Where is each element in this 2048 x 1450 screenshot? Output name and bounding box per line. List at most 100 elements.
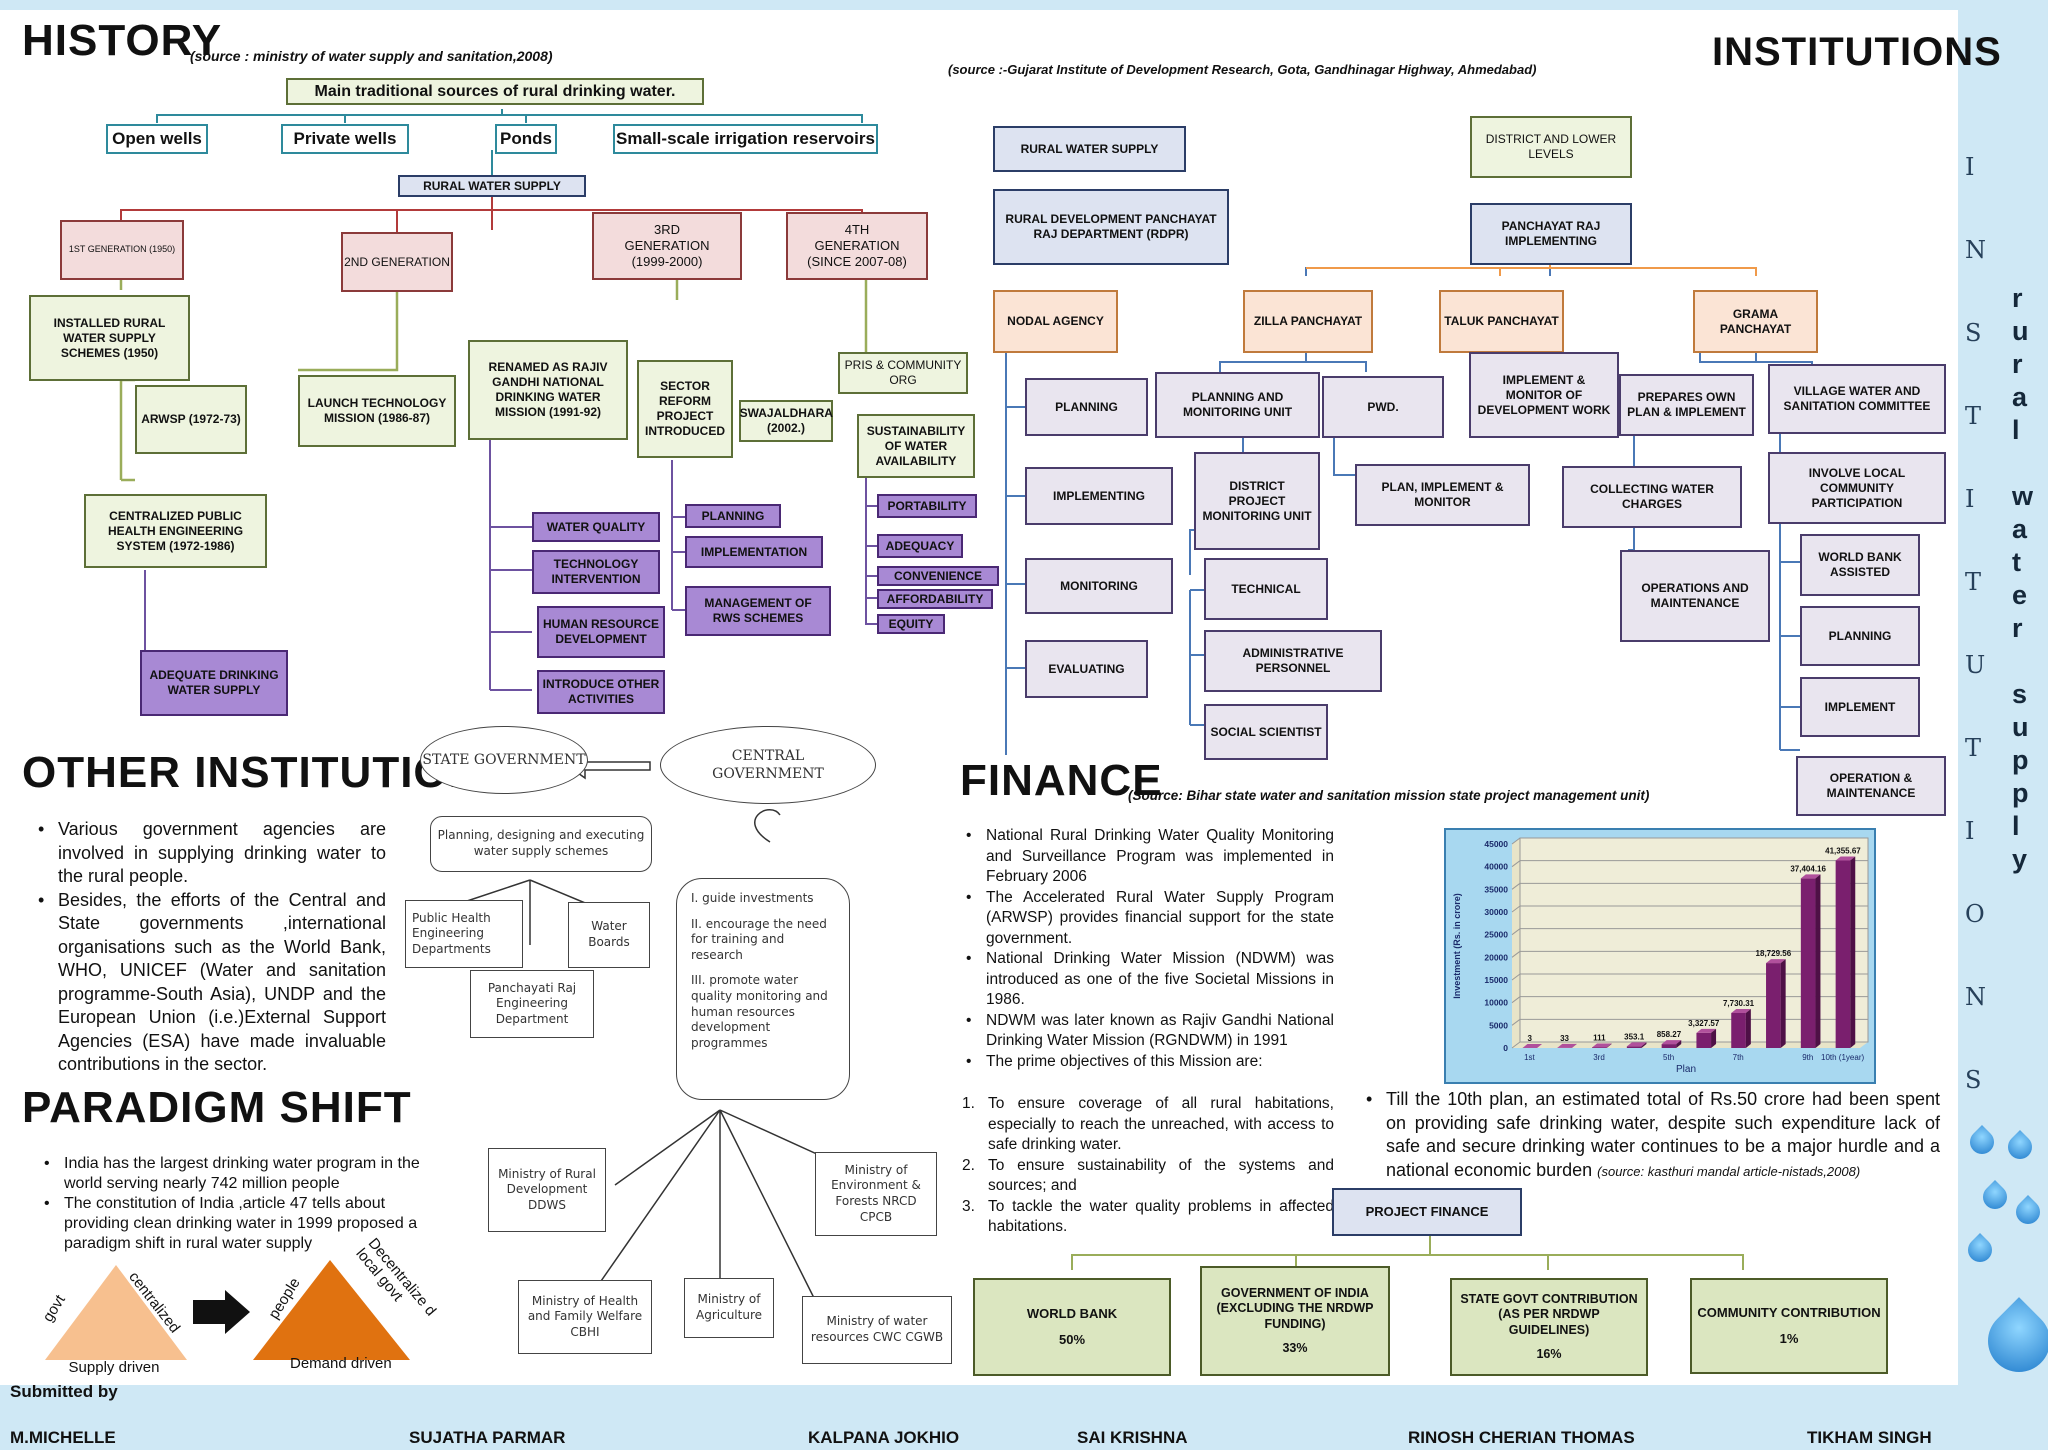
bar-side bbox=[1606, 1043, 1612, 1048]
village-operation-maintenance: OPERATION & MAINTENANCE bbox=[1796, 756, 1946, 816]
bar-top bbox=[1766, 959, 1786, 964]
finance-bullets: National Rural Drinking Water Quality Mo… bbox=[962, 826, 1334, 1072]
inst-rural-water-supply: RURAL WATER SUPPLY bbox=[993, 126, 1186, 172]
other-bullet-1: Various government agencies are involved… bbox=[34, 818, 386, 889]
nodal-agency: NODAL AGENCY bbox=[993, 290, 1118, 353]
bar-side bbox=[1745, 1008, 1751, 1048]
other-institutions-bullets: Various government agencies are involved… bbox=[34, 818, 386, 1077]
bar-top bbox=[1835, 856, 1856, 861]
y-axis-label: Investment (Rs. in crore) bbox=[1452, 893, 1462, 999]
inst-rdpr: RURAL DEVELOPMENT PANCHAYAT RAJ DEPARTME… bbox=[993, 189, 1229, 265]
planning-designing-executing: Planning, designing and executing water … bbox=[430, 816, 652, 872]
role-promote: III. promote water quality monitoring an… bbox=[691, 973, 828, 1050]
name-kalpana: KALPANA JOKHIO bbox=[808, 1428, 960, 1447]
gridline bbox=[1511, 1041, 1521, 1049]
project-finance: PROJECT FINANCE bbox=[1332, 1188, 1522, 1236]
central-roles-scroll: I. guide investments II. encourage the n… bbox=[676, 878, 850, 1100]
ministry-environment: Ministry of Environment & Forests NRCD C… bbox=[815, 1152, 937, 1236]
name-sujatha: SUJATHA PARMAR bbox=[409, 1428, 566, 1447]
x-axis-label: Plan bbox=[1676, 1064, 1696, 1075]
y-tick-label: 25000 bbox=[1484, 930, 1508, 940]
side-letter: r bbox=[2012, 283, 2023, 313]
x-tick-label: 1st bbox=[1524, 1053, 1535, 1062]
involve-local-community: INVOLVE LOCAL COMMUNITY PARTICIPATION bbox=[1768, 452, 1946, 524]
renamed-rgndwm: RENAMED AS RAJIV GANDHI NATIONAL DRINKIN… bbox=[468, 340, 628, 440]
finance-bullet-4: NDWM was later known as Rajiv Gandhi Nat… bbox=[962, 1011, 1334, 1052]
y-tick-label: 45000 bbox=[1484, 839, 1508, 849]
name-michelle: M.MICHELLE bbox=[10, 1428, 116, 1447]
side-letter: I bbox=[1965, 153, 1975, 181]
side-letter: U bbox=[1965, 651, 1986, 679]
y-tick-label: 30000 bbox=[1484, 907, 1508, 917]
centralized-phe-system: CENTRALIZED PUBLIC HEALTH ENGINEERING SY… bbox=[84, 494, 267, 568]
dpmu-administrative: ADMINISTRATIVE PERSONNEL bbox=[1204, 630, 1382, 692]
gridline bbox=[1511, 950, 1521, 958]
pris-community: PRIS & COMMUNITY ORG bbox=[838, 352, 968, 394]
mission-water-quality: WATER QUALITY bbox=[532, 512, 660, 542]
adequate-drinking-water: ADEQUATE DRINKING WATER SUPPLY bbox=[140, 650, 288, 716]
side-letter: T bbox=[1965, 734, 1982, 762]
side-letter: e bbox=[2012, 580, 2028, 610]
side-letter: y bbox=[2012, 844, 2028, 874]
gridline bbox=[1511, 928, 1521, 936]
bar-value-label: 18,729.56 bbox=[1756, 949, 1792, 958]
bar-side bbox=[1711, 1028, 1717, 1048]
history-rural-water-supply: RURAL WATER SUPPLY bbox=[398, 175, 586, 197]
district-project-monitoring-unit: DISTRICT PROJECT MONITORING UNIT bbox=[1194, 452, 1320, 550]
side-letter: a bbox=[2012, 514, 2028, 544]
panchayati-raj-engineering: Panchayati Raj Engineering Department bbox=[470, 970, 594, 1038]
gridline bbox=[1511, 973, 1521, 981]
source-ponds: Ponds bbox=[495, 124, 557, 154]
side-letter: N bbox=[1965, 983, 1986, 1011]
side-letter: T bbox=[1965, 568, 1982, 596]
first-generation: 1ST GENERATION (1950) bbox=[60, 220, 184, 280]
second-generation: 2ND GENERATION bbox=[341, 232, 453, 292]
y-tick-label: 0 bbox=[1503, 1043, 1508, 1053]
goi-label: GOVERNMENT OF INDIA (EXCLUDING THE NRDWP… bbox=[1216, 1285, 1374, 1331]
bar-value-label: 353.1 bbox=[1624, 1032, 1645, 1041]
taluk-panchayat: TALUK PANCHAYAT bbox=[1439, 290, 1564, 353]
side-letter: u bbox=[2012, 712, 2029, 742]
mission-hrd: HUMAN RESOURCE DEVELOPMENT bbox=[537, 606, 665, 658]
sector-reform: SECTOR REFORM PROJECT INTRODUCED bbox=[637, 360, 733, 458]
affordability: AFFORDABILITY bbox=[877, 589, 993, 609]
paradigm-bullet-1: India has the largest drinking water pro… bbox=[40, 1154, 442, 1194]
bar-value-label: 3,327.57 bbox=[1688, 1019, 1720, 1028]
plan-implement-monitor: PLAN, IMPLEMENT & MONITOR bbox=[1355, 464, 1530, 526]
bar-value-label: 33 bbox=[1560, 1034, 1569, 1043]
paradigm-bullet-2: The constitution of India ,article 47 te… bbox=[40, 1194, 442, 1254]
objective-3-text: To tackle the water quality problems in … bbox=[988, 1197, 1334, 1236]
source-open-wells: Open wells bbox=[106, 124, 208, 154]
other-bullet-2: Besides, the efforts of the Central and … bbox=[34, 889, 386, 1077]
inst-panchayat-raj: PANCHAYAT RAJ IMPLEMENTING bbox=[1470, 203, 1632, 265]
gridline bbox=[1511, 837, 1521, 845]
bar bbox=[1592, 1047, 1607, 1048]
side-letter: T bbox=[1965, 402, 1982, 430]
sector-management: MANAGEMENT OF RWS SCHEMES bbox=[685, 586, 831, 636]
sector-implementation: IMPLEMENTATION bbox=[685, 536, 823, 568]
bar-top bbox=[1661, 1040, 1682, 1045]
village-water-committee: VILLAGE WATER AND SANITATION COMMITTEE bbox=[1768, 364, 1946, 434]
world-bank-assisted: WORLD BANK ASSISTED bbox=[1800, 534, 1920, 596]
y-tick-label: 20000 bbox=[1484, 952, 1508, 962]
x-tick-label: 5th bbox=[1663, 1053, 1674, 1062]
third-generation: 3RD GENERATION (1999-2000) bbox=[592, 212, 742, 280]
side-letter: t bbox=[2012, 547, 2021, 577]
finance-state-govt: STATE GOVT CONTRIBUTION (AS PER NRDWP GU… bbox=[1450, 1278, 1648, 1376]
role-encourage: II. encourage the need for training and … bbox=[691, 916, 827, 962]
bar-value-label: 3 bbox=[1528, 1034, 1533, 1043]
x-tick-label: 7th bbox=[1733, 1053, 1744, 1062]
side-letter: r bbox=[2012, 349, 2023, 379]
nodal-implementing: IMPLEMENTING bbox=[1025, 467, 1173, 525]
bar-value-label: 41,355.67 bbox=[1825, 847, 1861, 856]
bar-value-label: 858.27 bbox=[1657, 1030, 1682, 1039]
bar-side bbox=[1815, 874, 1821, 1048]
demand-driven-label: Demand driven bbox=[290, 1355, 392, 1372]
bar bbox=[1800, 878, 1816, 1048]
dpmu-technical: TECHNICAL bbox=[1204, 558, 1328, 620]
dpmu-social-scientist: SOCIAL SCIENTIST bbox=[1204, 704, 1328, 760]
prepares-own-plan: PREPARES OWN PLAN & IMPLEMENT bbox=[1619, 374, 1754, 436]
history-main-sources: Main traditional sources of rural drinki… bbox=[286, 78, 704, 105]
bar-side bbox=[1571, 1043, 1577, 1048]
